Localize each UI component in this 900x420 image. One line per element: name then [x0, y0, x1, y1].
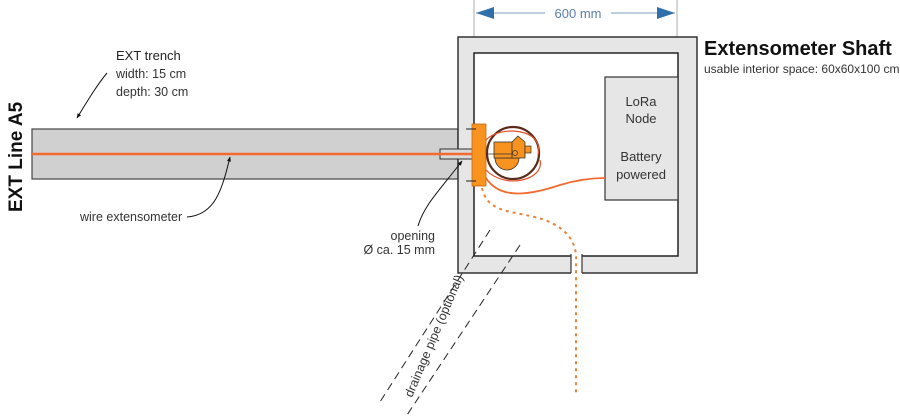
lora-node-line2: Node	[625, 111, 656, 126]
dimension-indicator: 600 mm	[473, 0, 678, 60]
line-title: EXT Line A5	[6, 101, 27, 212]
sensor-cable	[485, 177, 606, 195]
lora-node-line3: Battery	[620, 149, 662, 164]
sensor-mount-plate	[471, 123, 487, 187]
dimension-label: 600 mm	[555, 6, 602, 21]
drainage-pipe-label: drainage pipe (optional)	[402, 273, 466, 399]
trench-title: EXT trench	[116, 48, 181, 63]
dimension-arrow-left-icon	[476, 7, 494, 19]
sensor-drum	[494, 157, 520, 171]
dimension-arrow-right-icon	[657, 7, 675, 19]
lora-node-line4: powered	[616, 167, 666, 182]
sensor-pivot	[512, 150, 518, 156]
drainage-pipe-edge-right	[404, 244, 521, 419]
lora-node-line1: LoRa	[625, 94, 657, 109]
wire-leader-arrow-icon	[186, 156, 231, 218]
opening-label-line1: opening	[391, 229, 436, 243]
sensor-connector	[524, 145, 532, 154]
trench-leader-arrow-icon	[76, 72, 108, 119]
drainage-pipe-edge-left	[377, 229, 491, 406]
lora-node-box	[604, 76, 679, 201]
wire-extensometer-label: wire extensometer	[79, 210, 182, 224]
shaft-subtitle: usable interior space: 60x60x100 cm	[704, 62, 899, 76]
cable-loop-1	[485, 130, 540, 156]
lora-node: LoRa Node Battery powered	[604, 76, 679, 201]
opening-leader-arrow-icon	[417, 160, 463, 227]
trench-depth: depth: 30 cm	[116, 85, 188, 99]
opening-label-line2: Ø ca. 15 mm	[363, 243, 435, 257]
sensor-body	[493, 141, 515, 159]
cable-loop-2	[485, 159, 541, 182]
trench-width: width: 15 cm	[115, 67, 186, 81]
shaft-title: Extensometer Shaft	[704, 38, 892, 60]
extensometer-sensor	[466, 123, 541, 187]
